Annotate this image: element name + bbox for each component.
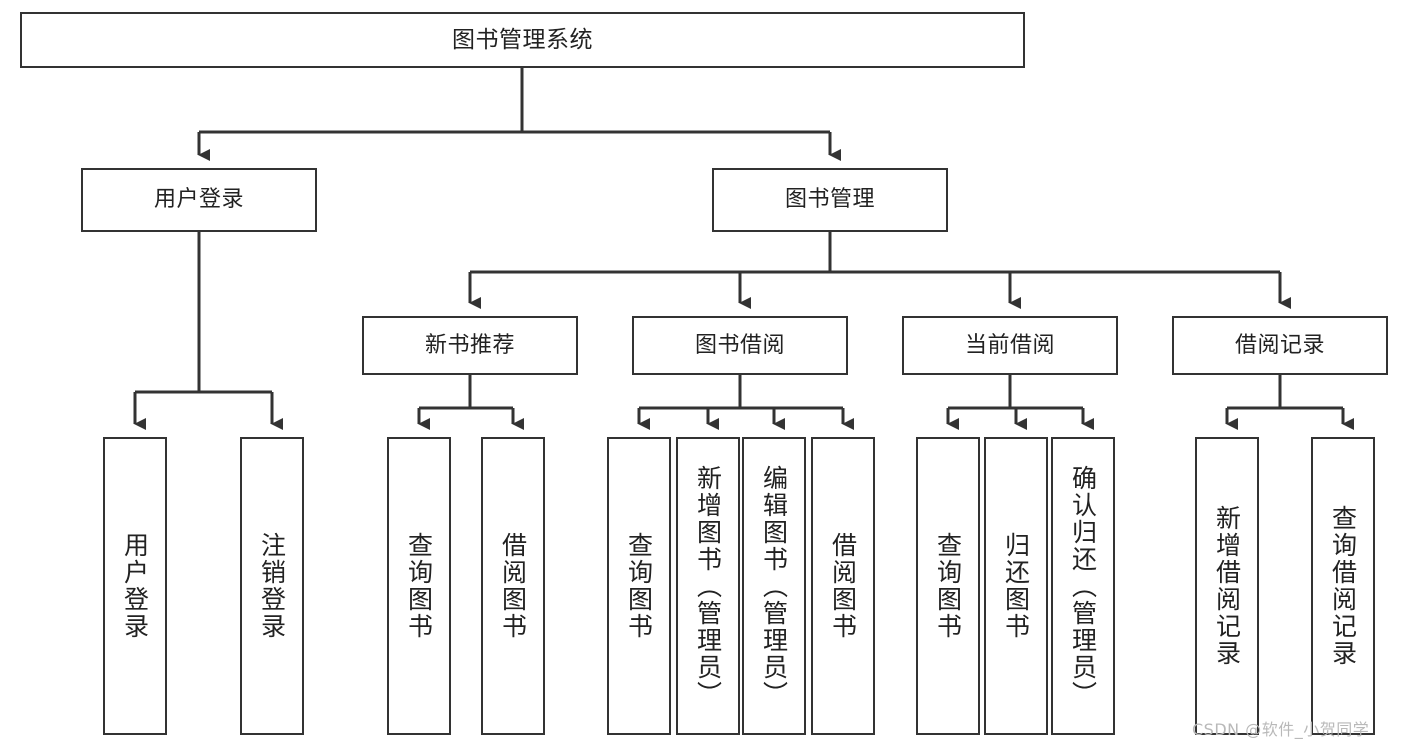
node-label: 图书借阅: [694, 332, 785, 358]
node-label: 图书管理: [784, 187, 875, 213]
node-label: 图书管理系统: [452, 26, 593, 53]
leaf-new-book-query[interactable]: 查询图书: [387, 437, 451, 735]
node-new-book-recommend[interactable]: 新书推荐: [362, 316, 578, 375]
leaf-borrow-record-add[interactable]: 新增借阅记录: [1195, 437, 1259, 735]
node-label: 用户登录: [153, 187, 244, 213]
node-book-borrow[interactable]: 图书借阅: [632, 316, 848, 375]
node-label: 借阅图书: [498, 532, 528, 640]
node-label: 新增借阅记录: [1212, 505, 1242, 667]
node-label: 确认归还（管理员）: [1068, 464, 1098, 708]
node-label: 查询图书: [404, 532, 434, 640]
node-label: 借阅图书: [828, 532, 858, 640]
node-label: 归还图书: [1001, 532, 1031, 640]
node-book-management[interactable]: 图书管理: [712, 168, 948, 232]
leaf-borrow-record-query[interactable]: 查询借阅记录: [1311, 437, 1375, 735]
node-current-borrow[interactable]: 当前借阅: [902, 316, 1118, 375]
csdn-watermark: CSDN @软件_小贺同学: [1192, 720, 1370, 739]
leaf-current-borrow-return[interactable]: 归还图书: [984, 437, 1048, 735]
leaf-book-borrow-query[interactable]: 查询图书: [607, 437, 671, 735]
node-label: 查询借阅记录: [1328, 505, 1358, 667]
leaf-new-book-borrow[interactable]: 借阅图书: [481, 437, 545, 735]
node-label: 查询图书: [624, 532, 654, 640]
node-label: 新书推荐: [424, 332, 515, 358]
node-label: 编辑图书（管理员）: [759, 464, 789, 708]
leaf-book-borrow-add[interactable]: 新增图书（管理员）: [676, 437, 740, 735]
node-root-system[interactable]: 图书管理系统: [20, 12, 1025, 68]
node-label: 用户登录: [120, 532, 150, 640]
node-label: 当前借阅: [964, 332, 1055, 358]
node-label: 借阅记录: [1234, 332, 1325, 358]
leaf-user-login-logout[interactable]: 注销登录: [240, 437, 304, 735]
leaf-book-borrow-edit[interactable]: 编辑图书（管理员）: [742, 437, 806, 735]
leaf-book-borrow-borrow[interactable]: 借阅图书: [811, 437, 875, 735]
node-borrow-record[interactable]: 借阅记录: [1172, 316, 1388, 375]
leaf-current-borrow-query[interactable]: 查询图书: [916, 437, 980, 735]
node-label: 新增图书（管理员）: [693, 464, 723, 708]
leaf-user-login-login[interactable]: 用户登录: [103, 437, 167, 735]
node-label: 查询图书: [933, 532, 963, 640]
node-user-login[interactable]: 用户登录: [81, 168, 317, 232]
node-label: 注销登录: [257, 532, 287, 640]
leaf-current-borrow-confirm-return[interactable]: 确认归还（管理员）: [1051, 437, 1115, 735]
